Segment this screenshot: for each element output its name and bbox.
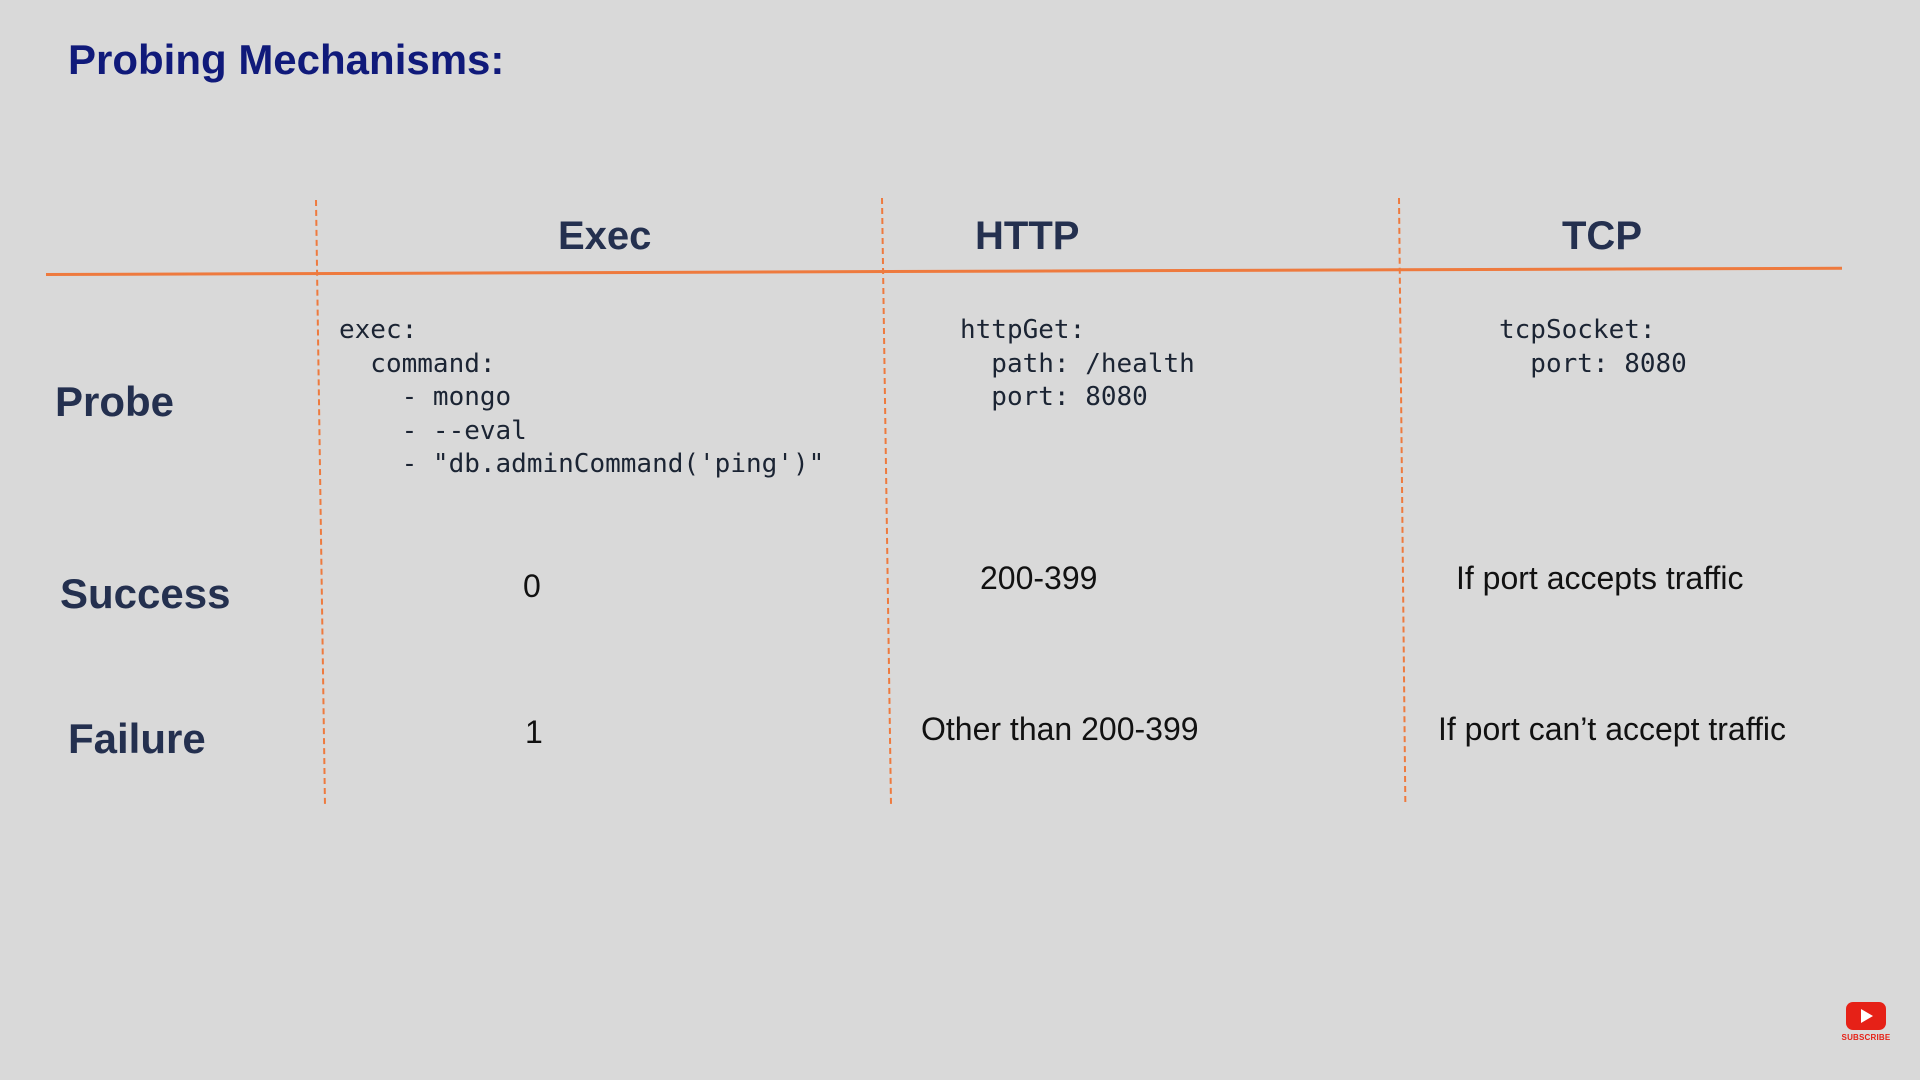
column-header-tcp: TCP: [1562, 214, 1642, 258]
exec-probe-code: exec: command: - mongo - --eval - "db.ad…: [339, 315, 825, 479]
row-header-success: Success: [60, 570, 231, 617]
http-success-value: 200-399: [980, 560, 1098, 596]
slide-title: Probing Mechanisms:: [68, 36, 505, 83]
exec-failure-value: 1: [525, 714, 543, 750]
exec-success-value: 0: [523, 568, 541, 604]
http-failure-value: Other than 200-399: [921, 711, 1199, 747]
tcp-failure-value: If port can’t accept traffic: [1438, 711, 1787, 747]
subscribe-badge[interactable]: SUBSCRIBE: [1840, 1002, 1892, 1050]
row-header-probe: Probe: [55, 378, 175, 425]
tcp-success-value: If port accepts traffic: [1456, 560, 1744, 596]
subscribe-label: SUBSCRIBE: [1841, 1033, 1891, 1042]
column-header-exec: Exec: [558, 214, 652, 258]
tcp-probe-code: tcpSocket: port: 8080: [1499, 315, 1687, 379]
youtube-play-icon: [1846, 1002, 1886, 1030]
column-divider-2: [881, 197, 892, 804]
column-header-http: HTTP: [975, 214, 1080, 258]
column-divider-3: [1398, 197, 1407, 802]
row-header-failure: Failure: [68, 715, 206, 762]
column-divider-1: [315, 199, 326, 804]
http-probe-code: httpGet: path: /health port: 8080: [960, 315, 1195, 412]
